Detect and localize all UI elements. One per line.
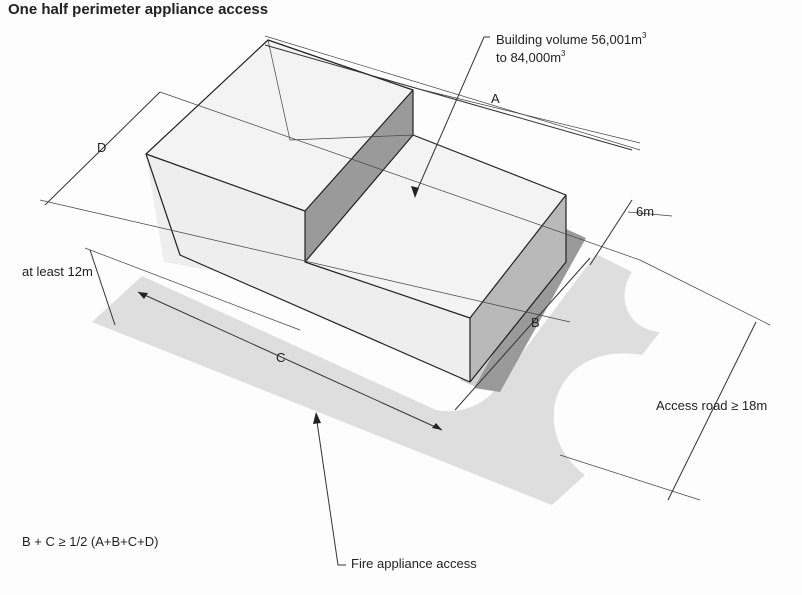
dimension-b-label: B — [531, 315, 540, 330]
building-volume-label: Building volume 56,001m3 — [496, 31, 647, 47]
access-road-label: Access road ≥ 18m — [656, 398, 767, 413]
dimension-c-label: C — [276, 350, 285, 365]
at-least-12m-label: at least 12m — [22, 264, 93, 279]
fire-appliance-access-label: Fire appliance access — [351, 556, 477, 571]
low-block-right-face — [470, 195, 566, 382]
tall-block-inner-face — [305, 90, 413, 262]
building-volume-label-2: to 84,000m3 — [496, 49, 566, 65]
building-front-face-main — [146, 154, 470, 382]
dimension-lines — [39, 35, 771, 566]
dimension-d-label: D — [97, 140, 106, 155]
tall-block-roof — [146, 40, 413, 211]
dimension-6m-label: 6m — [636, 204, 654, 219]
building-edges — [145, 39, 567, 383]
low-block-roof — [305, 135, 566, 318]
diagram-title: One half perimeter appliance access — [8, 1, 268, 18]
dimension-a-label: A — [491, 91, 500, 106]
arrowheads — [138, 186, 442, 430]
fire-appliance-access-road — [92, 254, 660, 505]
formula-label: B + C ≥ 1/2 (A+B+C+D) — [22, 534, 158, 549]
